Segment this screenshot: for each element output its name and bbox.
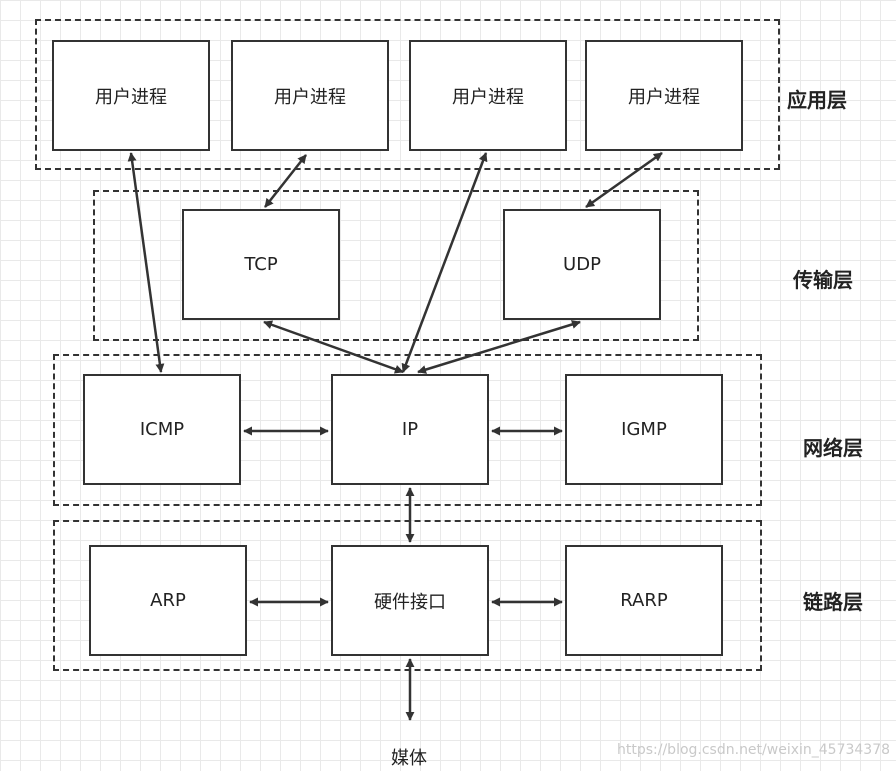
icmp-box[interactable]: ICMP: [83, 374, 241, 485]
user-process-box-1[interactable]: 用户进程: [52, 40, 210, 151]
link-layer-label: 链路层: [803, 590, 863, 614]
tcp-box[interactable]: TCP: [182, 209, 340, 320]
tcp-label: TCP: [244, 254, 278, 275]
arrow-process2-tcp: [264, 154, 307, 208]
arp-box[interactable]: ARP: [89, 545, 247, 656]
arrow-udp-ip: [417, 320, 581, 374]
transport-layer-label: 传输层: [793, 268, 853, 292]
igmp-label: IGMP: [621, 419, 667, 440]
rarp-label: RARP: [620, 590, 668, 611]
ip-label: IP: [401, 419, 419, 440]
user-process-label: 用户进程: [452, 86, 524, 108]
arrow-process3-ip: [401, 152, 488, 373]
arp-label: ARP: [150, 590, 186, 611]
hardware-interface-label: 硬件接口: [374, 591, 446, 613]
user-process-box-2[interactable]: 用户进程: [231, 40, 389, 151]
igmp-box[interactable]: IGMP: [565, 374, 723, 485]
application-layer-label: 应用层: [787, 88, 847, 112]
media-label: 媒体: [391, 748, 427, 769]
hardware-interface-box[interactable]: 硬件接口: [331, 545, 489, 656]
ip-box[interactable]: IP: [331, 374, 489, 485]
arrow-process1-icmp: [127, 152, 165, 373]
user-process-label: 用户进程: [628, 86, 700, 108]
user-process-box-4[interactable]: 用户进程: [585, 40, 743, 151]
icmp-label: ICMP: [139, 419, 185, 440]
arrow-process4-udp: [585, 151, 663, 209]
network-layer-label: 网络层: [803, 436, 863, 460]
watermark: https://blog.csdn.net/weixin_45734378: [617, 742, 891, 758]
user-process-label: 用户进程: [274, 86, 346, 108]
arrow-tcp-ip: [263, 320, 404, 374]
udp-box[interactable]: UDP: [503, 209, 661, 320]
user-process-box-3[interactable]: 用户进程: [409, 40, 567, 151]
rarp-box[interactable]: RARP: [565, 545, 723, 656]
udp-label: UDP: [563, 254, 601, 275]
user-process-label: 用户进程: [95, 86, 167, 108]
